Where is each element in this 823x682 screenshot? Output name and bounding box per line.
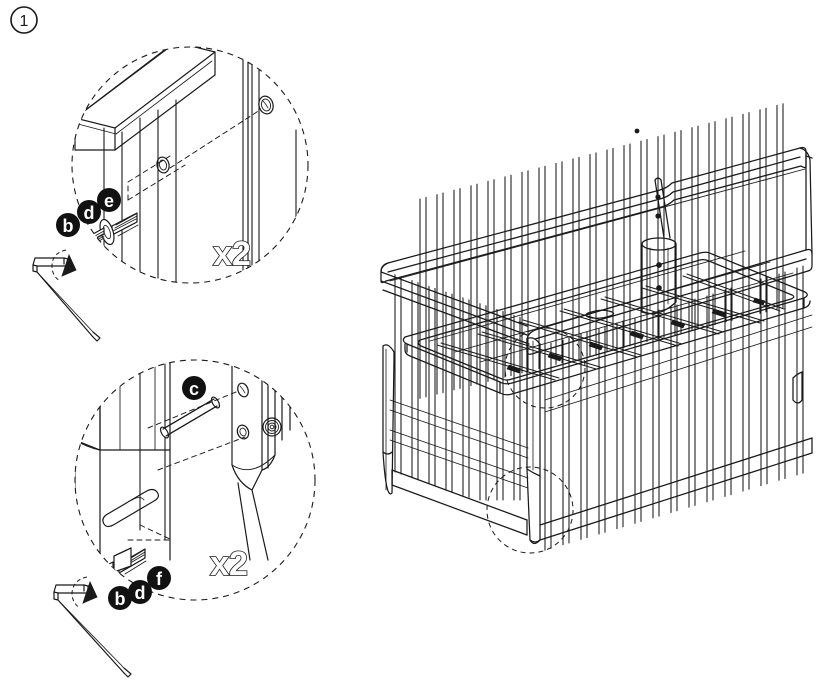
part-label-f-bottom: f xyxy=(147,566,171,590)
bolt-head-bottom xyxy=(85,566,101,590)
barrel-nut-bottom xyxy=(96,561,114,584)
detail-bottom-cam-fitting xyxy=(262,417,282,437)
part-label-b2-text: b xyxy=(115,589,126,609)
inner-lower-structure xyxy=(389,399,529,489)
part-label-b-top: b xyxy=(56,213,80,237)
part-label-b-bottom: b xyxy=(108,586,132,610)
part-label-e-top: e xyxy=(97,188,121,212)
detail-top-rail-block xyxy=(74,47,216,151)
detail-bottom-alignment xyxy=(127,391,246,541)
detail-bottom-panel xyxy=(75,360,171,561)
flange-cone-bottom xyxy=(113,547,132,573)
part-label-c-text: c xyxy=(189,379,199,399)
inner-near-lower-structure xyxy=(544,314,813,413)
dowel-pin-c xyxy=(159,396,221,439)
detail-top-alignment xyxy=(127,109,261,201)
rotation-arrow-bottom xyxy=(71,576,98,609)
base-support-slats xyxy=(429,250,794,381)
detail-bottom-slats xyxy=(139,360,166,541)
part-label-f-text: f xyxy=(156,569,163,589)
part-label-d-bottom: d xyxy=(128,580,152,604)
quantity-label-top: x2 xyxy=(213,235,251,273)
detail-top-boundary xyxy=(71,46,309,284)
part-labels-bottom: b d f xyxy=(108,566,171,610)
detail-bottom-content xyxy=(75,360,291,590)
step-badge-circle xyxy=(10,6,38,34)
left-rear-leg xyxy=(382,344,395,495)
right-rear-leg xyxy=(792,371,803,404)
part-label-e-text: e xyxy=(104,191,114,211)
center-support-post xyxy=(634,128,677,315)
part-label-d-top: d xyxy=(77,200,101,224)
part-labels-top: b d e xyxy=(56,188,121,237)
detail-bottom-mortise-slot xyxy=(102,488,160,528)
base-slot xyxy=(585,309,615,319)
crib-callout-circles xyxy=(486,327,586,554)
callout-circle-upper xyxy=(504,327,586,409)
step-number-text: 1 xyxy=(20,13,29,30)
corner-post-top xyxy=(799,147,813,255)
callout-circle-lower xyxy=(486,466,574,554)
near-panel-lower-band xyxy=(539,437,813,526)
base-bracket-marks xyxy=(506,297,766,374)
rotation-arrow-top xyxy=(51,249,77,282)
part-label-d2-text: d xyxy=(135,583,146,603)
thread-lines-top xyxy=(112,213,139,237)
part-label-c-bottom: c xyxy=(182,376,206,400)
detail-bottom-screw-hole xyxy=(236,424,250,440)
mattress-base-frame xyxy=(402,251,811,396)
quantity-label-bottom: x2 xyxy=(210,545,248,583)
part-label-d-text: d xyxy=(84,203,95,223)
detail-top-panel-hole xyxy=(156,156,170,174)
part-label-b-text: b xyxy=(63,216,74,236)
detail-bottom-dowel-hole xyxy=(237,382,249,398)
detail-top-post-hole xyxy=(258,95,274,115)
detail-top-slats xyxy=(103,51,297,283)
